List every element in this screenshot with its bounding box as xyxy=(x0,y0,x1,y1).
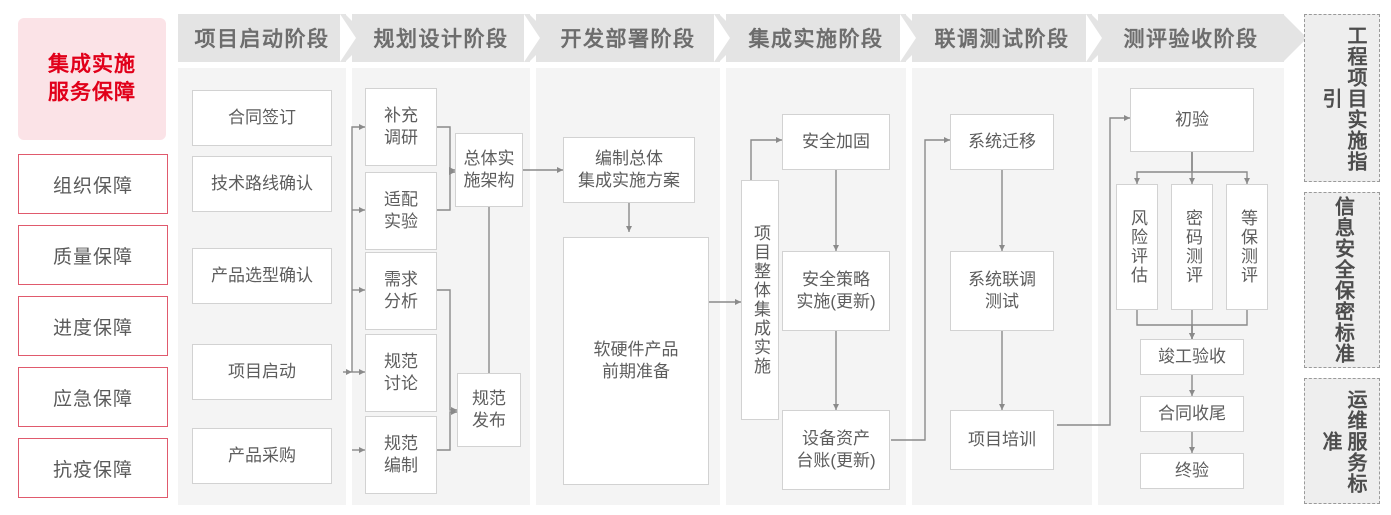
node-project-training[interactable]: 项目培训 xyxy=(950,410,1054,470)
node-spec-drafting[interactable]: 规范 编制 xyxy=(365,416,437,494)
phase-header-joint-test-label: 联调测试阶段 xyxy=(934,28,1070,51)
node-overall-integration-plan[interactable]: 编制总体 集成实施方案 xyxy=(563,137,695,203)
node-security-policy-update[interactable]: 安全策略 实施(更新) xyxy=(782,251,890,331)
standard-ops-service[interactable]: 运维服务标准 xyxy=(1304,378,1380,504)
node-system-joint-test[interactable]: 系统联调 测试 xyxy=(950,251,1054,331)
node-asset-ledger-update-line2: 台账(更新) xyxy=(796,451,876,470)
phase-header-planning-label: 规划设计阶段 xyxy=(373,28,509,51)
node-tech-route-confirm[interactable]: 技术路线确认 xyxy=(192,156,332,212)
node-system-migration[interactable]: 系统迁移 xyxy=(950,114,1054,170)
guarantee-title: 集成实施 服务保障 xyxy=(18,18,166,140)
guarantee-item-organization[interactable]: 组织保障 xyxy=(18,154,168,214)
node-spec-discussion-line1: 规范 xyxy=(384,351,418,371)
node-security-hardening[interactable]: 安全加固 xyxy=(782,114,890,170)
node-product-purchase[interactable]: 产品采购 xyxy=(192,428,332,484)
phase-header-startup[interactable]: 项目启动阶段 xyxy=(178,14,369,62)
standard-infosec-label: 信息安全保密标准 xyxy=(1331,196,1354,364)
node-hw-sw-preparation[interactable]: 软硬件产品 前期准备 xyxy=(563,237,709,485)
node-security-policy-update-line1: 安全策略 xyxy=(801,269,870,289)
node-spec-release[interactable]: 规范 发布 xyxy=(457,373,521,447)
guarantee-title-line1: 集成实施 xyxy=(48,52,136,76)
node-contract-closeout[interactable]: 合同收尾 xyxy=(1140,396,1244,432)
node-supplementary-research-line1: 补充 xyxy=(384,105,418,125)
node-crypto-evaluation[interactable]: 密码测评 xyxy=(1171,184,1213,310)
node-overall-project-integration[interactable]: 项目整体集成实施 xyxy=(741,180,779,420)
standard-ops-service-label: 运维服务标准 xyxy=(1319,388,1366,494)
node-requirement-analysis-line1: 需求 xyxy=(384,269,418,289)
standard-infosec[interactable]: 信息安全保密标准 xyxy=(1304,192,1380,368)
node-overall-architecture[interactable]: 总体实 施架构 xyxy=(455,133,523,207)
node-adaptation-experiment-line2: 实验 xyxy=(384,212,418,231)
phase-header-joint-test[interactable]: 联调测试阶段 xyxy=(912,14,1115,62)
node-initial-acceptance[interactable]: 初验 xyxy=(1130,88,1254,152)
node-spec-release-line2: 发布 xyxy=(472,411,506,430)
node-adaptation-experiment[interactable]: 适配 实验 xyxy=(365,172,437,250)
phase-header-acceptance[interactable]: 测评验收阶段 xyxy=(1098,14,1307,62)
node-security-policy-update-line2: 实施(更新) xyxy=(796,292,876,311)
node-project-kickoff[interactable]: 项目启动 xyxy=(192,344,332,400)
node-asset-ledger-update-line1: 设备资产 xyxy=(801,428,870,448)
node-system-joint-test-line2: 测试 xyxy=(985,292,1019,311)
node-hw-sw-preparation-line1: 软硬件产品 xyxy=(593,339,679,359)
node-adaptation-experiment-line1: 适配 xyxy=(384,189,418,209)
standard-engineering-guide-label: 工程项目实施指引 xyxy=(1319,24,1366,172)
phase-header-deployment[interactable]: 开发部署阶段 xyxy=(536,14,743,62)
node-completion-acceptance[interactable]: 竣工验收 xyxy=(1140,339,1244,375)
phase-header-deployment-label: 开发部署阶段 xyxy=(560,28,696,51)
node-spec-drafting-line1: 规范 xyxy=(384,433,418,453)
node-overall-architecture-line1: 总体实 xyxy=(463,148,515,168)
node-supplementary-research[interactable]: 补充 调研 xyxy=(365,88,437,166)
phase-header-integration-label: 集成实施阶段 xyxy=(748,28,884,51)
node-final-acceptance[interactable]: 终验 xyxy=(1140,453,1244,489)
node-requirement-analysis-line2: 分析 xyxy=(384,292,418,311)
guarantee-title-line2: 服务保障 xyxy=(48,81,136,104)
guarantee-item-quality[interactable]: 质量保障 xyxy=(18,225,168,285)
node-risk-assessment[interactable]: 风险评估 xyxy=(1116,184,1158,310)
node-overall-integration-plan-line1: 编制总体 xyxy=(595,148,663,168)
phase-header-integration[interactable]: 集成实施阶段 xyxy=(726,14,929,62)
node-spec-drafting-line2: 编制 xyxy=(384,456,418,475)
node-supplementary-research-line2: 调研 xyxy=(384,128,418,147)
node-spec-discussion-line2: 讨论 xyxy=(384,374,418,393)
node-spec-release-line1: 规范 xyxy=(472,388,506,408)
node-asset-ledger-update[interactable]: 设备资产 台账(更新) xyxy=(782,410,890,490)
node-system-joint-test-line1: 系统联调 xyxy=(968,269,1036,289)
standard-engineering-guide[interactable]: 工程项目实施指引 xyxy=(1304,14,1380,182)
node-spec-discussion[interactable]: 规范 讨论 xyxy=(365,334,437,412)
node-grade-evaluation[interactable]: 等保测评 xyxy=(1226,184,1268,310)
node-overall-integration-plan-line2: 集成实施方案 xyxy=(578,171,680,190)
node-contract-signing[interactable]: 合同签订 xyxy=(192,90,332,146)
guarantee-item-epidemic[interactable]: 抗疫保障 xyxy=(18,438,168,498)
node-requirement-analysis[interactable]: 需求 分析 xyxy=(365,252,437,330)
guarantee-item-schedule[interactable]: 进度保障 xyxy=(18,296,168,356)
node-product-selection[interactable]: 产品选型确认 xyxy=(192,248,332,304)
phase-header-startup-label: 项目启动阶段 xyxy=(194,28,330,51)
node-overall-architecture-line2: 施架构 xyxy=(463,171,515,190)
phase-header-planning[interactable]: 规划设计阶段 xyxy=(352,14,553,62)
guarantee-item-emergency[interactable]: 应急保障 xyxy=(18,367,168,427)
phase-header-acceptance-label: 测评验收阶段 xyxy=(1123,28,1259,51)
node-hw-sw-preparation-line2: 前期准备 xyxy=(602,362,670,381)
